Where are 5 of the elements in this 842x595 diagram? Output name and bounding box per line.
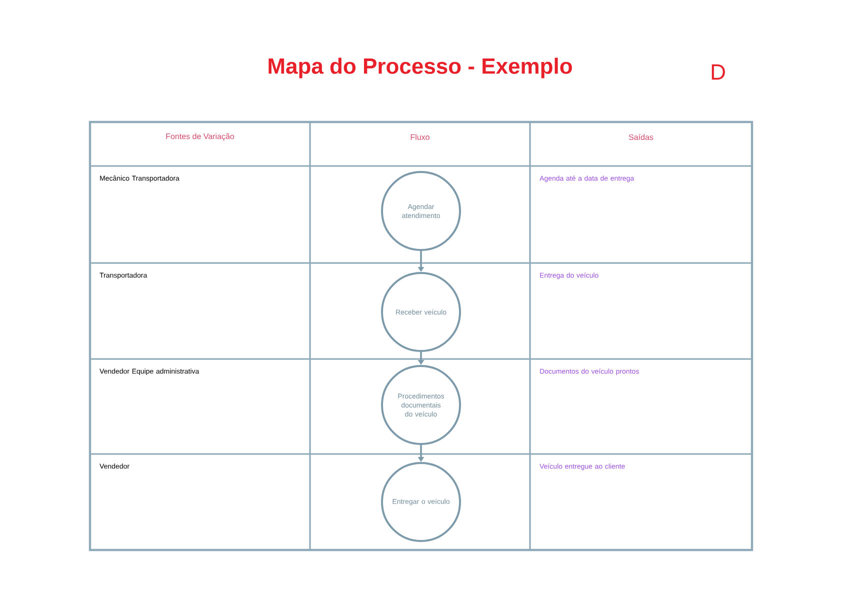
column-header: Fontes de Variação <box>166 133 234 141</box>
title: Mapa do Processo - Exemplo <box>268 58 572 78</box>
column-header: Saídas <box>628 134 654 140</box>
page-letter: D <box>712 64 725 80</box>
column-header: Fluxo <box>410 134 430 140</box>
